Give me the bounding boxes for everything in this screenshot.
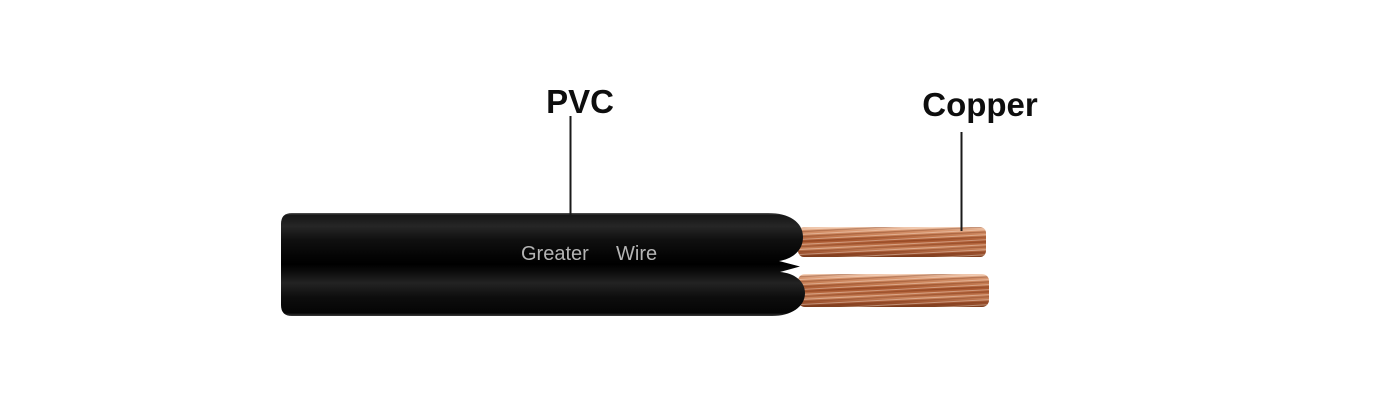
copper-conductor-top-strands bbox=[798, 227, 986, 257]
pvc-label: PVC bbox=[546, 83, 614, 120]
copper-conductor-bottom-strands bbox=[798, 274, 989, 307]
copper-conductor-bottom bbox=[798, 274, 989, 307]
copper-label: Copper bbox=[922, 86, 1038, 123]
cable-jacket bbox=[281, 213, 805, 316]
cable-print-word1: Greater bbox=[521, 243, 589, 265]
cable-print-word2: Wire bbox=[616, 243, 657, 265]
copper-conductor-top bbox=[798, 227, 986, 257]
